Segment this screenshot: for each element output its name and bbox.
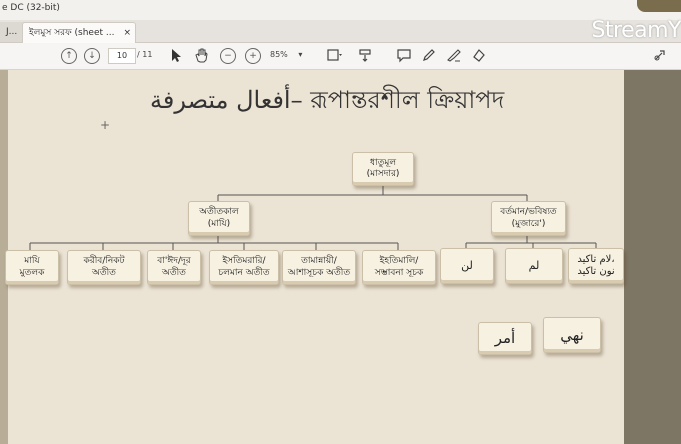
- pen-icon[interactable]: [421, 47, 437, 63]
- tab-bar: J... ইলমুস সরফ (sheet ... ×: [0, 20, 681, 43]
- window-titlebar: e DC (32-bit): [0, 0, 681, 20]
- sign-icon[interactable]: [446, 47, 462, 63]
- pdf-toolbar: ↑ ↓ 10 / 11 − + 85% ▾: [0, 43, 681, 70]
- zoom-out-icon[interactable]: −: [220, 48, 236, 64]
- window-title: e DC (32-bit): [2, 3, 60, 13]
- stream-watermark: StreamY: [591, 18, 681, 43]
- node-past: অতীতকাল (মাযি): [188, 201, 250, 236]
- node-past-child: তামান্নায়ী/ আশাসূচক অতীত: [282, 250, 356, 285]
- zoom-level-select[interactable]: 85% ▾: [270, 48, 310, 62]
- zoom-in-icon[interactable]: +: [245, 48, 261, 64]
- scroll-mode-icon[interactable]: [357, 47, 373, 63]
- share-icon[interactable]: [652, 47, 668, 63]
- node-present-child: لم: [505, 248, 563, 284]
- node-past-child: করীব/নিকট অতীত: [67, 250, 141, 285]
- stamp-icon[interactable]: [471, 47, 487, 63]
- slide-title: أفعال متصرفة– রূপান্তরশীল ক্রিয়াপদ: [150, 86, 505, 114]
- node-nahy: نهي: [543, 317, 601, 353]
- page-fit-icon[interactable]: [326, 47, 344, 63]
- crosshair-cursor-icon: +: [100, 118, 111, 132]
- page-number-input[interactable]: 10: [108, 48, 136, 64]
- arrow-up-icon[interactable]: ↑: [61, 48, 77, 64]
- node-present: বর্তমান/ভবিষ্যত (মুজারে'): [491, 201, 566, 236]
- cursor-icon[interactable]: [168, 47, 184, 63]
- close-icon[interactable]: ×: [123, 28, 131, 38]
- node-past-child: ইহতিমালি/ সম্ভাবনা সূচক: [362, 250, 436, 285]
- zoom-level: 85%: [270, 50, 288, 59]
- chevron-down-icon: ▾: [298, 50, 303, 59]
- tab-document[interactable]: ইলমুস সরফ (sheet ... ×: [22, 22, 136, 43]
- node-present-child: لن: [440, 248, 494, 284]
- tab-document-label: ইলমুস সরফ (sheet ...: [29, 28, 115, 38]
- node-past-child: ইসতিমরারি/ চলমান অতীত: [209, 250, 279, 285]
- left-gutter: [0, 70, 8, 444]
- node-root: ধাতুমূল (মাসদার): [352, 152, 414, 186]
- comment-icon[interactable]: [396, 47, 412, 63]
- node-present-child: لام تاكيد، نون تاكيد: [568, 248, 624, 284]
- page-count: / 11: [137, 50, 153, 59]
- right-gutter: [624, 70, 681, 444]
- node-amr: أمر: [478, 322, 532, 355]
- node-past-child: বা'ঈদ/দূর অতীত: [147, 250, 201, 285]
- webcam-overlay: [637, 0, 681, 12]
- node-past-child: মাযি মুতলক: [5, 250, 59, 285]
- arrow-down-icon[interactable]: ↓: [84, 48, 100, 64]
- hand-icon[interactable]: [193, 47, 209, 63]
- tab-home[interactable]: J...: [0, 22, 26, 42]
